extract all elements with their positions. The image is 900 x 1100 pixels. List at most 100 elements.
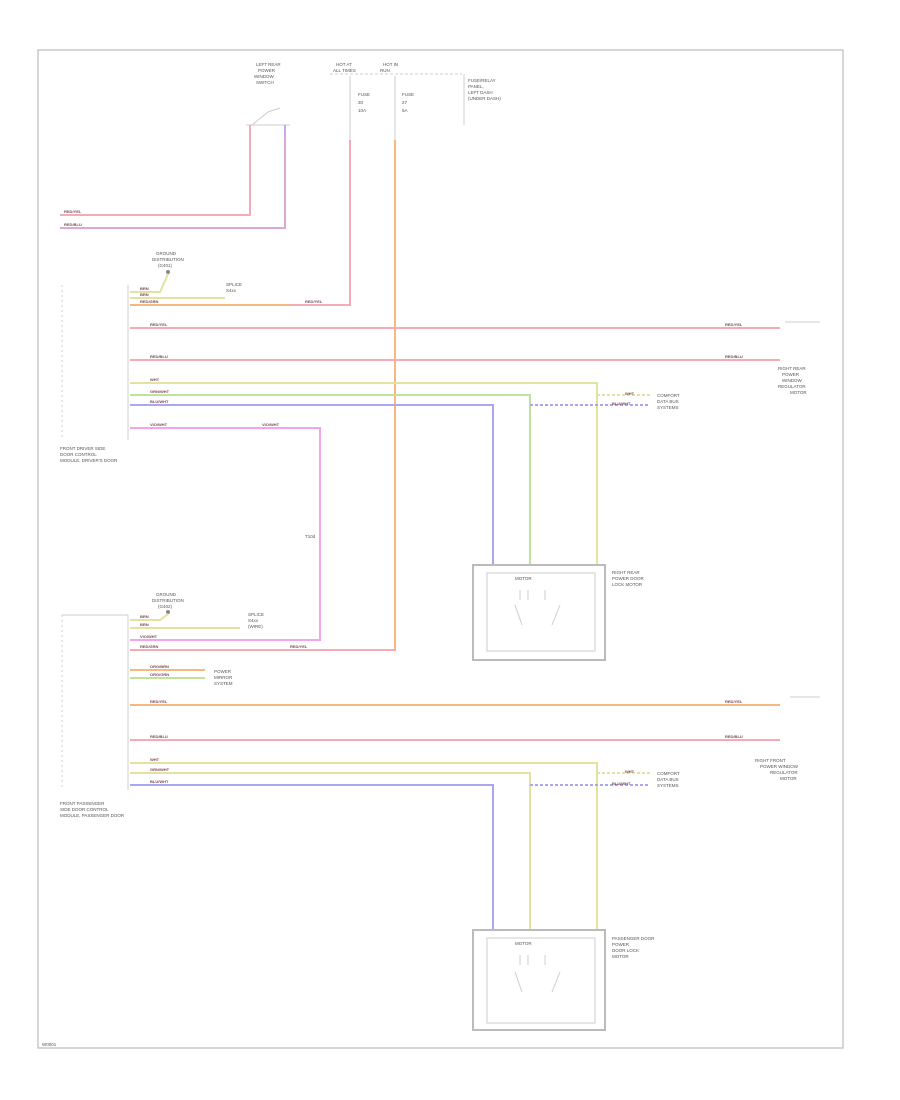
- diagram-label: ORG/BRN: [150, 664, 169, 669]
- wire-fuse-a: [130, 140, 351, 306]
- diagram-label: SPLICE: [226, 282, 242, 287]
- diagram-label: COMFORT: [657, 771, 680, 776]
- diagram-label: POWER: [612, 942, 630, 947]
- diagram-label: DATA BUS: [657, 777, 679, 782]
- diagram-label: VIO/WHT: [262, 422, 280, 427]
- diagram-label: ORG/GRN: [150, 672, 169, 677]
- wire-red-yel-lr: [60, 125, 251, 216]
- wire-red-blu-lr: [60, 125, 286, 229]
- diagram-line: [166, 610, 170, 614]
- diagram-label: DISTRIBUTION: [152, 598, 184, 603]
- diagram-label: (WIRE): [248, 624, 263, 629]
- diagram-label: FUSE/RELAY: [468, 78, 496, 83]
- diagram-label: FUSE: [402, 92, 414, 97]
- wire-pink-joint: [130, 427, 321, 641]
- diagram-label: WHT: [625, 391, 635, 396]
- diagram-frame: [37, 49, 844, 1049]
- diagram-label: RED/YEL: [150, 322, 168, 327]
- diagram-label: PANEL,: [468, 84, 484, 89]
- diagram-label: RIGHT REAR: [778, 366, 806, 371]
- wire-tan-2: [130, 762, 598, 930]
- diagram-label: FUSE: [358, 92, 370, 97]
- diagram-label: SYSTEMS: [657, 405, 679, 410]
- diagram-label: FRONT PASSENGER: [60, 801, 105, 806]
- diagram-label: POWER: [782, 372, 800, 377]
- diagram-label: FRONT DRIVER SIDE: [60, 446, 105, 451]
- diagram-label: VIO/WHT: [140, 634, 158, 639]
- diagram-label: RED/YEL: [725, 322, 743, 327]
- diagram-label: BRN: [140, 286, 149, 291]
- diagram-label: POWER: [258, 68, 276, 73]
- diagram-label: RED/BLU: [150, 734, 168, 739]
- diagram-label: BLU/WHT: [612, 781, 631, 786]
- passenger-lock-motor: MOTOR PASSENGER DOOR POWER DOOR LOCK MOT…: [472, 929, 655, 1031]
- diagram-label: PASSENGER DOOR: [612, 936, 655, 941]
- diagram-line: [472, 564, 606, 661]
- diagram-label: RIGHT FRONT: [755, 758, 786, 763]
- footer-code: W0001: [42, 1042, 57, 1047]
- diagram-label: 5A: [402, 108, 408, 113]
- wire-green-2: [130, 772, 531, 930]
- diagram-label: MOTOR: [790, 390, 807, 395]
- diagram-label: RED/BLU: [725, 354, 743, 359]
- diagram-label: DOOR LOCK: [612, 948, 639, 953]
- diagram-label: ALL TIMES: [333, 68, 356, 73]
- diagram-label: WHT: [150, 377, 160, 382]
- diagram-label: MOTOR: [612, 954, 629, 959]
- diagram-label: S4xx: [226, 288, 237, 293]
- diagram-label: VIO/WHT: [150, 422, 168, 427]
- diagram-label: RED/YEL: [725, 699, 743, 704]
- diagram-label: HOT IN: [383, 62, 398, 67]
- diagram-label: RED/BLU: [64, 222, 82, 227]
- diagram-label: S4xx: [248, 618, 259, 623]
- diagram-label: BRN: [140, 292, 149, 297]
- wire-tan-1: [130, 382, 598, 565]
- diagram-label: RIGHT REAR: [612, 570, 640, 575]
- diagram-label: LOCK MOTOR: [612, 582, 643, 587]
- diagram-label: SWITCH: [256, 80, 274, 85]
- diagram-label: RED/YEL: [64, 209, 82, 214]
- diagram-label: POWER: [214, 669, 232, 674]
- diagram-label: MOTOR: [515, 941, 532, 946]
- diagram-label: SIDE DOOR CONTROL: [60, 807, 109, 812]
- right-rear-lock-motor: MOTOR RIGHT REAR POWER DOOR LOCK MOTOR: [472, 564, 645, 661]
- diagram-label: RED/GRN: [140, 299, 159, 304]
- diagram-label: (UNDER DASH): [468, 96, 501, 101]
- diagram-label: BLU/WHT: [150, 779, 169, 784]
- diagram-line: [486, 572, 596, 652]
- diagram-label: GRN/WHT: [150, 767, 170, 772]
- fuse-panel: HOT AT ALL TIMES HOT IN RUN FUSE 30 10A …: [330, 62, 501, 140]
- diagram-label: (G402): [158, 604, 173, 609]
- diagram-label: BLU/WHT: [612, 401, 631, 406]
- diagram-label: GROUND: [156, 251, 177, 256]
- diagram-label: RED/BLU: [150, 354, 168, 359]
- diagram-label: 10A: [358, 108, 366, 113]
- diagram-label: POWER WINDOW: [760, 764, 799, 769]
- diagram-label: MOTOR: [515, 576, 532, 581]
- diagram-label: RED/YEL: [305, 299, 323, 304]
- diagram-label: GRN/WHT: [150, 389, 170, 394]
- diagram-label: BRN: [140, 622, 149, 627]
- diagram-label: LEFT DASH: [468, 90, 493, 95]
- passenger-door-module: FRONT PASSENGER SIDE DOOR CONTROL MODULE…: [60, 592, 264, 818]
- diagram-label: POWER: [258, 68, 276, 73]
- wire-blue-2: [130, 784, 494, 930]
- diagram-label: T10d: [305, 534, 316, 539]
- diagram-label: MIRROR: [214, 675, 233, 680]
- diagram-label: MODULE, DRIVER'S DOOR: [60, 458, 118, 463]
- diagram-label: SWITCH: [256, 80, 274, 85]
- diagram-label: RED/YEL: [290, 644, 308, 649]
- diagram-line: [486, 937, 596, 1024]
- diagram-line: [246, 107, 290, 126]
- diagram-label: SYSTEMS: [657, 783, 679, 788]
- diagram-label: WHT: [625, 769, 635, 774]
- diagram-label: WHT: [150, 757, 160, 762]
- diagram-label: 30: [358, 100, 364, 105]
- diagram-label: BRN: [140, 614, 149, 619]
- wire-ground-1: [130, 273, 225, 299]
- diagram-line: [60, 135, 286, 229]
- diagram-label: REGULATOR: [778, 384, 806, 389]
- diagram-label: GROUND: [156, 592, 177, 597]
- diagram-label: LEFT REAR: [256, 62, 281, 67]
- diagram-label: 27: [402, 100, 408, 105]
